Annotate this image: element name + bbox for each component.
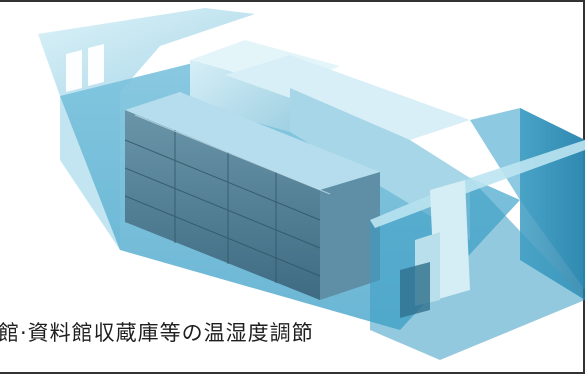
door-right xyxy=(88,44,104,86)
door-left xyxy=(66,50,82,92)
hvac-unit xyxy=(400,180,470,318)
caption-text: 館·資料館収蔵庫等の温湿度調節 xyxy=(0,321,314,345)
duct-front xyxy=(190,60,290,132)
right-room-top xyxy=(370,140,585,228)
right-room-front xyxy=(370,178,585,360)
duct-top-right xyxy=(225,55,470,140)
shelving-rows xyxy=(124,92,380,300)
